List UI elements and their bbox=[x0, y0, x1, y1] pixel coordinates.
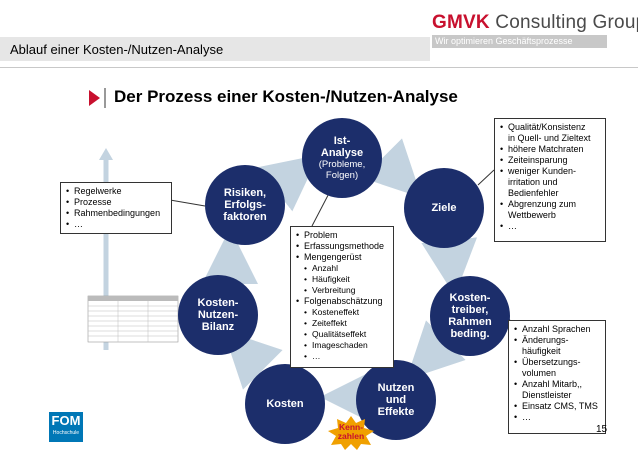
bullet-item: Verbreitung bbox=[296, 285, 388, 296]
bullet-item: … bbox=[500, 221, 600, 232]
node-kosten-label: Kosten bbox=[266, 398, 303, 410]
bullet-item: Anzahl Sprachen bbox=[514, 324, 600, 335]
node-bilanz: Kosten- Nutzen- Bilanz bbox=[178, 275, 258, 355]
bullet-item: in Quell- und Zieltext bbox=[500, 133, 600, 144]
box-ist-list: ProblemErfassungsmethodeMengengerüstAnza… bbox=[296, 230, 388, 362]
node-ziele-label: Ziele bbox=[431, 202, 456, 214]
arrow-ist-ziele bbox=[384, 160, 402, 178]
node-kostentreiber: Kosten- treiber, Rahmen beding. bbox=[430, 276, 510, 356]
bullet-item: Einsatz CMS, TMS bbox=[514, 401, 600, 412]
bullet-item: Abgrenzung zum bbox=[500, 199, 600, 210]
node-risiken: Risiken, Erfolgs- faktoren bbox=[205, 165, 285, 245]
bullet-item: Anzahl Mitarb,, bbox=[514, 379, 600, 390]
arrow-left-head bbox=[99, 148, 113, 160]
bullet-item: Anzahl bbox=[296, 263, 388, 274]
bullet-item: … bbox=[66, 219, 166, 230]
bullet-item: höhere Matchraten bbox=[500, 144, 600, 155]
node-ist-subtitle: (Probleme, Folgen) bbox=[319, 159, 365, 181]
box-kostentreiber-list: Anzahl SprachenÄnderungs-häufigkeitÜbers… bbox=[514, 324, 600, 423]
bullet-item: Imageschaden bbox=[296, 340, 388, 351]
bullet-item: Regelwerke bbox=[66, 186, 166, 197]
box-rahmen-list: RegelwerkeProzesseRahmenbedingungen… bbox=[66, 186, 166, 230]
node-nutzen-label: Nutzen und Effekte bbox=[378, 382, 415, 418]
connector-ziele-box bbox=[478, 170, 494, 185]
bullet-item: Folgenabschätzung bbox=[296, 296, 388, 307]
bullet-item: Rahmenbedingungen bbox=[66, 208, 166, 219]
node-kostentreiber-label: Kosten- treiber, Rahmen beding. bbox=[448, 292, 491, 340]
node-bilanz-label: Kosten- Nutzen- Bilanz bbox=[198, 297, 239, 333]
connector-left-risiken bbox=[170, 200, 205, 206]
box-rahmen: RegelwerkeProzesseRahmenbedingungen… bbox=[60, 182, 172, 234]
bullet-item: Änderungs- bbox=[514, 335, 600, 346]
arrow-kosten-bilanz bbox=[243, 350, 258, 365]
box-kostentreiber: Anzahl SprachenÄnderungs-häufigkeitÜbers… bbox=[508, 320, 606, 434]
bullet-item: Übersetzungs- bbox=[514, 357, 600, 368]
bullet-item: Prozesse bbox=[66, 197, 166, 208]
bullet-item: Bedienfehler bbox=[500, 188, 600, 199]
box-ist-analyse: ProblemErfassungsmethodeMengengerüstAnza… bbox=[290, 226, 394, 368]
bullet-item: Problem bbox=[296, 230, 388, 241]
bullet-item: Erfassungsmethode bbox=[296, 241, 388, 252]
arrow-kosten-nutzen bbox=[426, 346, 440, 360]
bullet-item: weniger Kunden- bbox=[500, 166, 600, 177]
bullet-item: Qualität/Konsistenz bbox=[500, 122, 600, 133]
bullet-item: Qualitätseffekt bbox=[296, 329, 388, 340]
node-risiken-label: Risiken, Erfolgs- faktoren bbox=[223, 187, 266, 223]
node-ist-analyse: Ist- Analyse (Probleme, Folgen) bbox=[302, 118, 382, 198]
bullet-item: Kosteneffekt bbox=[296, 307, 388, 318]
bullet-item: Mengengerüst bbox=[296, 252, 388, 263]
spreadsheet-thumbnail-icon bbox=[88, 296, 178, 342]
arrow-ziele-kosten bbox=[450, 248, 452, 268]
bullet-item: Wettbewerb bbox=[500, 210, 600, 221]
bullet-item: häufigkeit bbox=[514, 346, 600, 357]
kennzahlen-badge: Kenn- zahlen bbox=[328, 416, 374, 450]
bullet-item: … bbox=[514, 412, 600, 423]
bullet-item: volumen bbox=[514, 368, 600, 379]
bullet-item: … bbox=[296, 351, 388, 362]
bullet-item: irritation und bbox=[500, 177, 600, 188]
fom-subtitle: Hochschule bbox=[49, 430, 83, 436]
node-ziele: Ziele bbox=[404, 168, 484, 248]
bullet-item: Häufigkeit bbox=[296, 274, 388, 285]
node-kosten: Kosten bbox=[245, 364, 325, 444]
bullet-item: Dienstleister bbox=[514, 390, 600, 401]
bullet-item: Zeiteffekt bbox=[296, 318, 388, 329]
badge-label: Kenn- zahlen bbox=[328, 423, 374, 441]
page-number: 15 bbox=[596, 424, 607, 435]
node-ist-title: Ist- Analyse bbox=[321, 135, 363, 159]
arrow-risiken-ist bbox=[283, 172, 297, 183]
bullet-item: Zeiteinsparung bbox=[500, 155, 600, 166]
fom-logo: FOM bbox=[49, 412, 83, 442]
